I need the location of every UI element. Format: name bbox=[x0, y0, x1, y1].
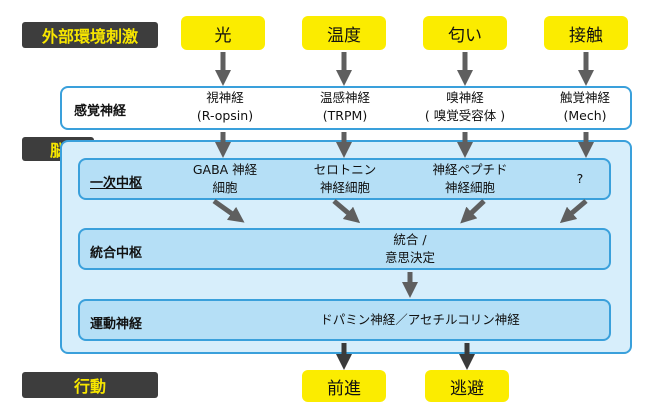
motor-nerve-label: 運動神経 bbox=[90, 317, 143, 332]
integration-decision-text: 統合 / 意思決定 bbox=[384, 232, 435, 265]
stimulus-light: 光 bbox=[181, 16, 265, 50]
integration-center-label: 統合中枢 bbox=[90, 246, 143, 261]
sensory-nerve-box bbox=[60, 86, 632, 130]
arrow-gaba-to-integration bbox=[212, 198, 245, 223]
primary-cell-neuropeptide: 神経ペプチド 神経細胞 bbox=[432, 162, 508, 195]
primary-cell-serotonin: セロトニン 神経細胞 bbox=[313, 162, 377, 195]
arrow-neuropeptide-to-integration bbox=[460, 199, 486, 224]
sensory-cell-olfactory: 嗅神経 ( 嗅覚受容体 ) bbox=[424, 90, 506, 123]
motor-nerve-text: ドパミン神経／アセチルコリン神経 bbox=[320, 312, 520, 327]
behavior-escape: 逃避 bbox=[425, 370, 509, 402]
primary-center-box bbox=[78, 158, 611, 200]
sensory-cell-optic: 視神経 (R-opsin) bbox=[196, 90, 254, 123]
arrow-unknown-to-integration bbox=[559, 199, 588, 224]
stimulus-touch: 接触 bbox=[544, 16, 628, 50]
stimulus-smell: 匂い bbox=[423, 16, 507, 50]
behavior-forward: 前進 bbox=[302, 370, 386, 402]
behavior-label: 行動 bbox=[22, 372, 158, 398]
external-stimuli-label: 外部環境刺激 bbox=[22, 22, 158, 48]
sensory-cell-thermal: 温感神経 (TRPM) bbox=[319, 90, 370, 123]
sensory-nerve-label: 感覚神経 bbox=[74, 104, 127, 119]
sensory-cell-touch: 触覚神経 (Mech) bbox=[559, 90, 610, 123]
arrow-serotonin-to-integration bbox=[332, 199, 361, 224]
primary-cell-gaba: GABA 神経 細胞 bbox=[192, 162, 258, 195]
primary-center-label: 一次中枢 bbox=[90, 176, 143, 191]
primary-cell-unknown: ? bbox=[576, 171, 584, 186]
integration-center-box bbox=[78, 228, 611, 270]
stimulus-temperature: 温度 bbox=[302, 16, 386, 50]
motor-nerve-box bbox=[78, 299, 611, 341]
